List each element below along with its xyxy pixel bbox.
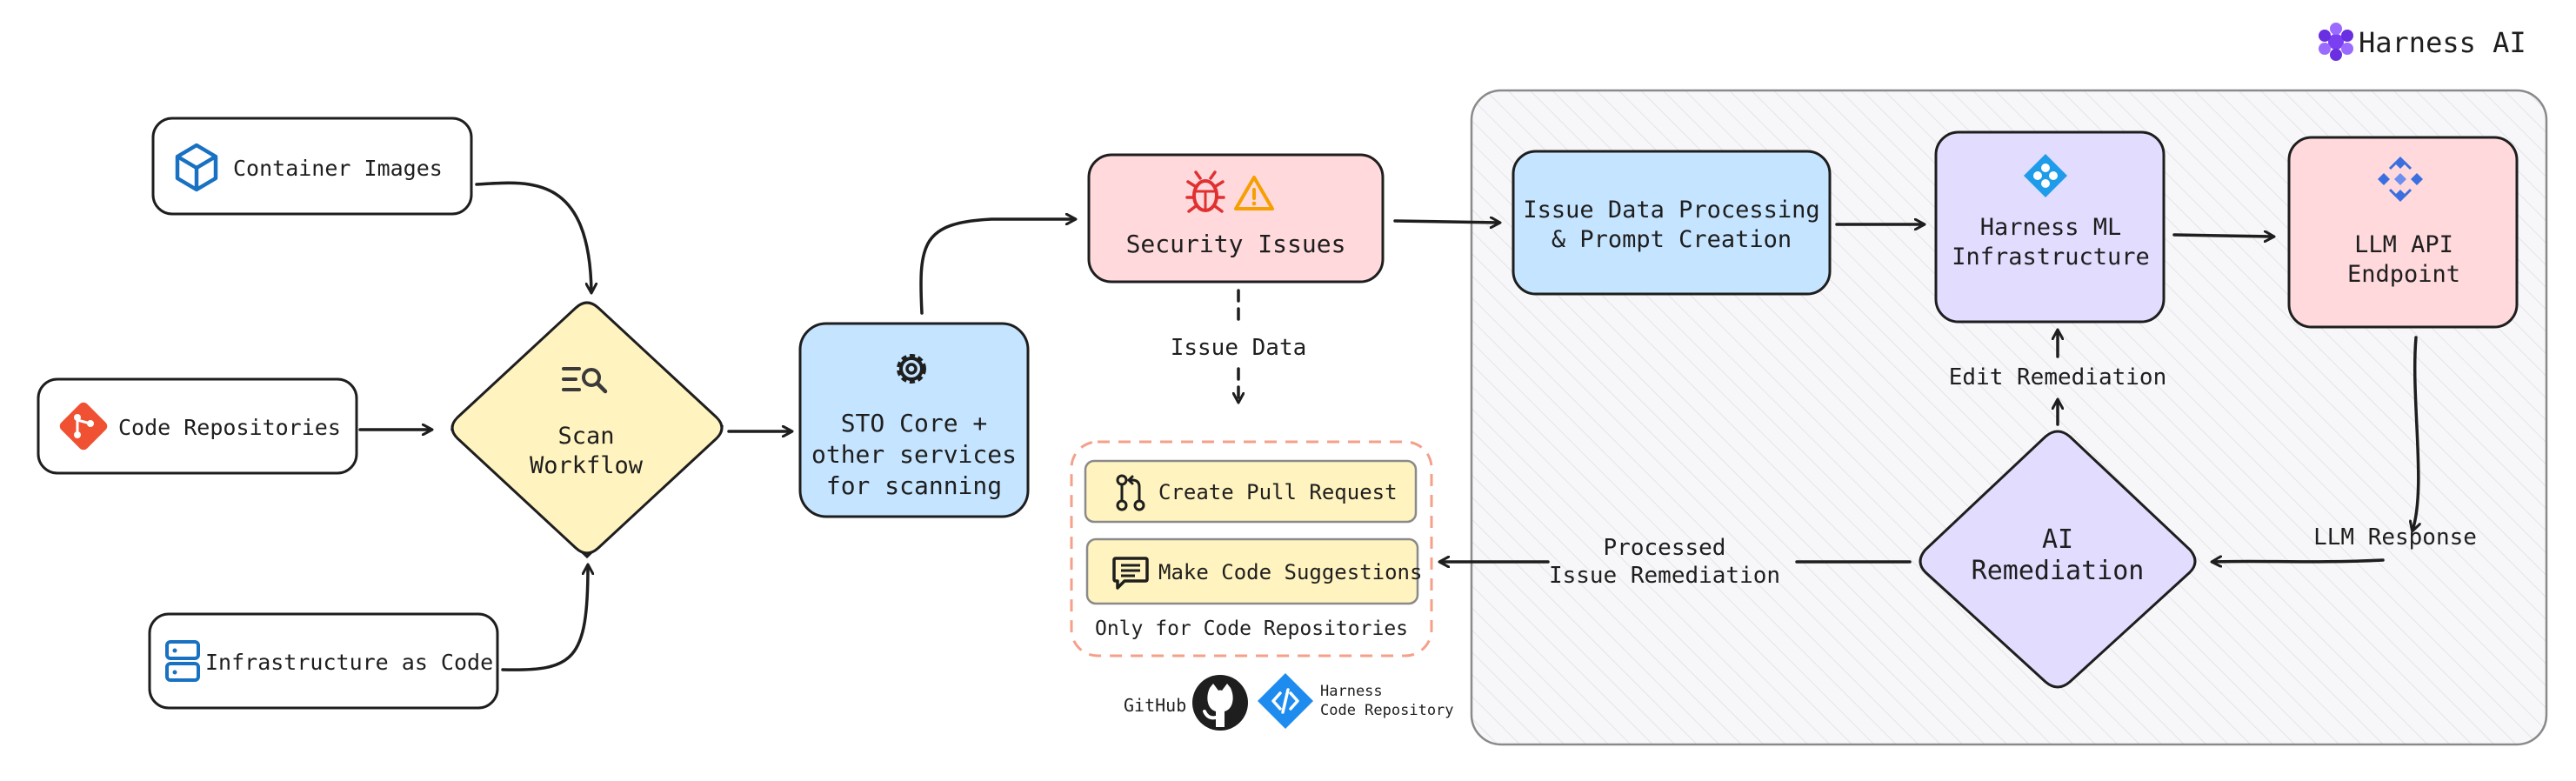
ml-infrastructure-line1: Harness ML <box>1980 214 2122 241</box>
ml-to-llm-arrow <box>2172 235 2273 237</box>
github-label: GitHub <box>1124 695 1186 716</box>
processed-line2: Issue Remediation <box>1549 563 1780 589</box>
harness-code-icon <box>1258 673 1313 729</box>
ai-remediation-node: AI Remediation <box>1919 430 2197 689</box>
issue-processing-line2: & Prompt Creation <box>1552 226 1792 253</box>
iac-to-scan-arrow <box>501 565 588 671</box>
comment-icon <box>1112 557 1149 590</box>
make-code-suggestions-action: Make Code Suggestions <box>1085 537 1422 605</box>
harness-code-line2: Code Repository <box>1320 702 1454 719</box>
issue-data-label: Issue Data <box>1171 335 1307 361</box>
server-icon <box>165 640 200 682</box>
llm-response-line <box>2412 336 2419 531</box>
issue-processing-line1: Issue Data Processing <box>1523 197 1819 224</box>
harness-ai-icon <box>2319 23 2353 61</box>
warning-icon <box>1234 176 1274 210</box>
llm-nodes-icon <box>2378 157 2423 202</box>
code-repositories-note: Only for Code Repositories <box>1095 617 1408 640</box>
create-pull-request-action: Create Pull Request <box>1084 459 1418 524</box>
scan-search-icon <box>562 367 608 394</box>
llm-api-node: LLM API Endpoint <box>2287 136 2519 329</box>
security-to-processing-arrow <box>1393 221 1499 223</box>
security-issues-label: Security Issues <box>1126 230 1346 258</box>
issue-processing-node: Issue Data Processing & Prompt Creation <box>1512 150 1832 296</box>
brand-name: Harness AI <box>2359 26 2526 59</box>
sto-core-line2: other services <box>811 440 1017 469</box>
edit-remediation-label: Edit Remediation <box>1949 364 2166 390</box>
code-actions-group: Create Pull Request Make Code Suggestion… <box>1070 440 1433 658</box>
sto-core-line1: STO Core + <box>841 409 988 437</box>
harness-ai-logo: Harness AI <box>2319 23 2526 61</box>
processed-line1: Processed <box>1604 535 1726 561</box>
llm-response-label: LLM Response <box>2313 524 2477 551</box>
bug-icon <box>1185 170 1225 213</box>
scan-workflow-node: Scan Workflow <box>450 301 724 559</box>
llm-api-line1: LLM API <box>2354 231 2453 258</box>
security-issues-node: Security Issues <box>1087 153 1385 284</box>
sto-core-node: STO Core + other services for scanning <box>798 322 1030 518</box>
sto-core-line3: for scanning <box>826 471 1002 500</box>
ai-remediation-line2: Remediation <box>1972 556 2145 586</box>
container-images-label: Container Images <box>233 156 443 181</box>
pull-request-icon <box>1116 474 1145 511</box>
container-images-node: Container Images <box>151 117 473 216</box>
harness-ml-icon <box>2024 154 2067 197</box>
scan-workflow-line1: Scan <box>557 423 614 450</box>
connectors <box>358 181 2419 671</box>
infrastructure-as-code-node: Infrastructure as Code <box>148 612 499 710</box>
sto-to-security-arrow <box>919 219 1075 315</box>
git-icon <box>59 402 108 451</box>
llm-api-line2: Endpoint <box>2347 261 2460 288</box>
ml-infrastructure-node: Harness ML Infrastructure <box>1934 130 2166 324</box>
code-repositories-label: Code Repositories <box>118 415 341 440</box>
create-pull-request-label: Create Pull Request <box>1158 480 1398 504</box>
container-to-scan-arrow <box>475 181 591 292</box>
llm-to-remediation-arrow <box>2212 560 2385 562</box>
ml-infrastructure-line2: Infrastructure <box>1952 244 2150 270</box>
github-icon <box>1192 675 1248 731</box>
code-repositories-node: Code Repositories <box>37 377 358 475</box>
ai-remediation-line1: AI <box>2042 524 2073 555</box>
make-code-suggestions-label: Make Code Suggestions <box>1158 560 1422 584</box>
infrastructure-as-code-label: Infrastructure as Code <box>205 650 493 675</box>
cube-icon <box>175 143 218 192</box>
scm-providers: GitHub Harness Code Repository <box>1124 673 1454 731</box>
gear-icon <box>897 354 926 384</box>
harness-code-line1: Harness <box>1320 683 1383 700</box>
scan-workflow-line2: Workflow <box>530 452 644 479</box>
